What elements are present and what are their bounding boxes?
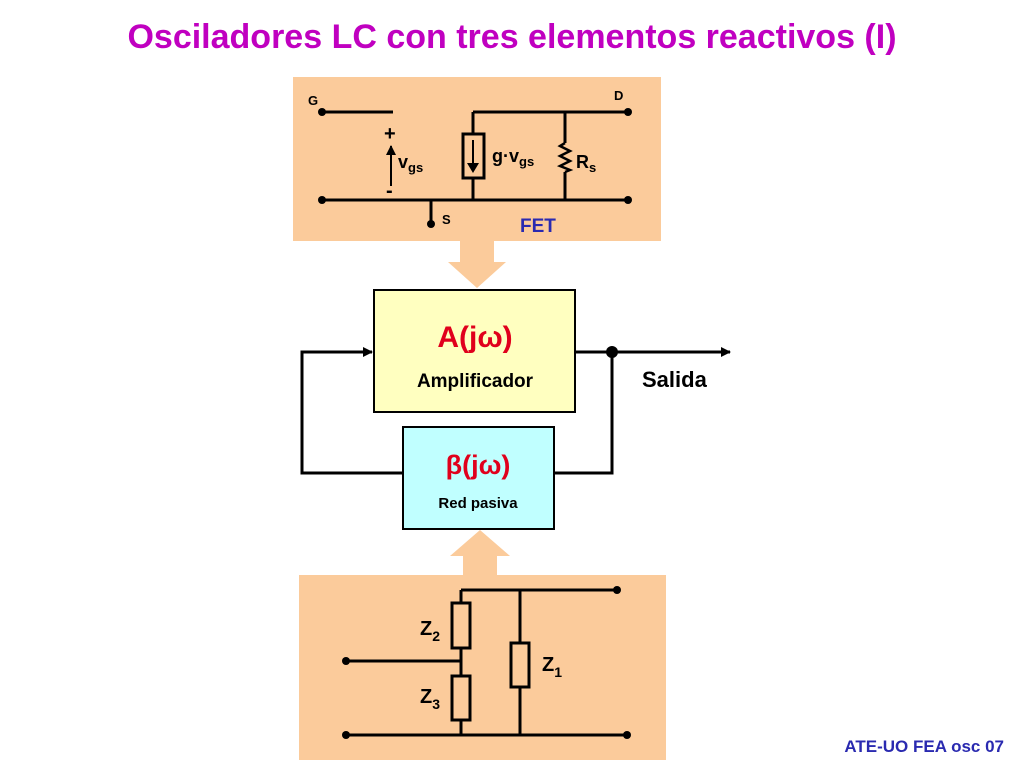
gate-label: G bbox=[308, 93, 318, 108]
amplifier-symbol: A(jω) bbox=[437, 321, 512, 354]
drain-label: D bbox=[614, 88, 623, 103]
impedance-panel-background bbox=[299, 575, 666, 760]
network-input-terminal bbox=[342, 657, 350, 665]
amplifier-label: Amplificador bbox=[417, 371, 534, 392]
impedance-z2-symbol bbox=[450, 601, 472, 650]
drain-terminal bbox=[624, 108, 632, 116]
source-left-terminal bbox=[318, 196, 326, 204]
impedance-z3-symbol bbox=[450, 674, 472, 722]
source-terminal bbox=[427, 220, 435, 228]
z1-label: Z1 bbox=[542, 654, 562, 680]
network-top-terminal bbox=[613, 586, 621, 594]
slide-footer: ATE-UO FEA osc 07 bbox=[844, 737, 1004, 756]
impedance-z1-symbol bbox=[509, 641, 531, 689]
slide-title: Osciladores LC con tres elementos reacti… bbox=[127, 18, 897, 56]
z2-label: Z2 bbox=[420, 618, 440, 644]
z3-label: Z3 bbox=[420, 686, 440, 712]
plus-sign: + bbox=[384, 123, 396, 145]
impedance-to-feedback-arrow bbox=[450, 530, 510, 575]
resistor-rs-symbol bbox=[556, 141, 574, 174]
feedback-symbol: β(jω) bbox=[446, 450, 511, 480]
vgs-label: vgs bbox=[398, 152, 423, 175]
fet-caption: FET bbox=[520, 216, 556, 237]
source-label: S bbox=[442, 212, 451, 227]
source-right-terminal bbox=[624, 196, 632, 204]
gm-vgs-label: g·vgs bbox=[492, 146, 534, 169]
network-bottom-right-terminal bbox=[623, 731, 631, 739]
network-bottom-left-terminal bbox=[342, 731, 350, 739]
minus-sign: - bbox=[386, 180, 393, 202]
rs-label: Rs bbox=[576, 152, 596, 175]
amplifier-block: A(jω) Amplificador bbox=[373, 289, 576, 413]
output-node bbox=[606, 346, 618, 358]
feedback-block: β(jω) Red pasiva bbox=[402, 426, 555, 530]
gate-terminal bbox=[318, 108, 326, 116]
feedback-label: Red pasiva bbox=[438, 495, 518, 512]
current-source-symbol bbox=[461, 132, 486, 180]
fet-model-panel: G D S + - vgs g·vgs Rs FET bbox=[293, 77, 661, 241]
output-label: Salida bbox=[642, 367, 708, 392]
impedance-network-panel: Z2 Z3 Z1 bbox=[299, 575, 666, 760]
fet-to-amplifier-arrow bbox=[448, 241, 506, 288]
